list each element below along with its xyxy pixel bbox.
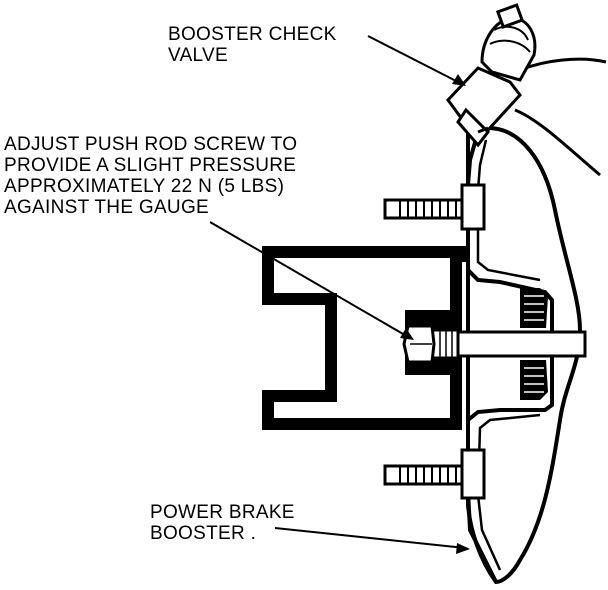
label-line: BOOSTER CHECK bbox=[168, 24, 337, 45]
label-power-brake-booster: POWER BRAKE BOOSTER . bbox=[150, 502, 295, 544]
leader-booster bbox=[274, 527, 466, 549]
push-rod-screw bbox=[430, 328, 460, 360]
leader-check-valve bbox=[367, 35, 463, 85]
push-rod-screw-threads bbox=[439, 330, 453, 358]
check-valve-cap-detail bbox=[489, 25, 531, 53]
mounting-plate-lower bbox=[476, 413, 541, 571]
arrow-booster bbox=[456, 543, 470, 554]
upper-stud bbox=[383, 198, 472, 220]
upper-stud-threads bbox=[399, 200, 457, 218]
seal-ridges-upper bbox=[524, 295, 544, 321]
vacuum-hose-lower bbox=[514, 108, 601, 177]
label-line: APPROXIMATELY 22 N (5 LBS) bbox=[4, 176, 285, 197]
seal-ridges-lower bbox=[524, 367, 544, 393]
leader-adjust bbox=[209, 221, 411, 339]
check-valve-neck bbox=[456, 107, 490, 148]
upper-nut bbox=[460, 183, 486, 231]
arrow-adjust bbox=[400, 328, 414, 340]
diaphragm-seal-lower bbox=[520, 360, 548, 400]
arrow-check-valve bbox=[452, 74, 466, 86]
vacuum-hose bbox=[519, 57, 607, 72]
label-line: BOOSTER . bbox=[150, 523, 257, 544]
lower-stud-threads bbox=[399, 466, 457, 484]
label-adjust-push-rod: ADJUST PUSH ROD SCREW TO PROVIDE A SLIGH… bbox=[4, 134, 297, 218]
mounting-plate-inner bbox=[476, 139, 541, 282]
lower-stud bbox=[383, 464, 472, 486]
diaphragm-seal-upper bbox=[520, 288, 548, 328]
check-valve-to-housing bbox=[477, 126, 489, 134]
lower-nut bbox=[460, 448, 486, 500]
label-booster-check-valve: BOOSTER CHECK VALVE bbox=[168, 24, 337, 66]
label-line: PROVIDE A SLIGHT PRESSURE bbox=[4, 155, 297, 176]
check-valve-tip bbox=[495, 3, 525, 29]
label-line: AGAINST THE GAUGE bbox=[4, 197, 209, 218]
label-line: VALVE bbox=[168, 45, 228, 66]
push-rod bbox=[453, 330, 587, 358]
label-line: POWER BRAKE bbox=[150, 502, 295, 523]
label-line: ADJUST PUSH ROD SCREW TO bbox=[4, 134, 298, 155]
